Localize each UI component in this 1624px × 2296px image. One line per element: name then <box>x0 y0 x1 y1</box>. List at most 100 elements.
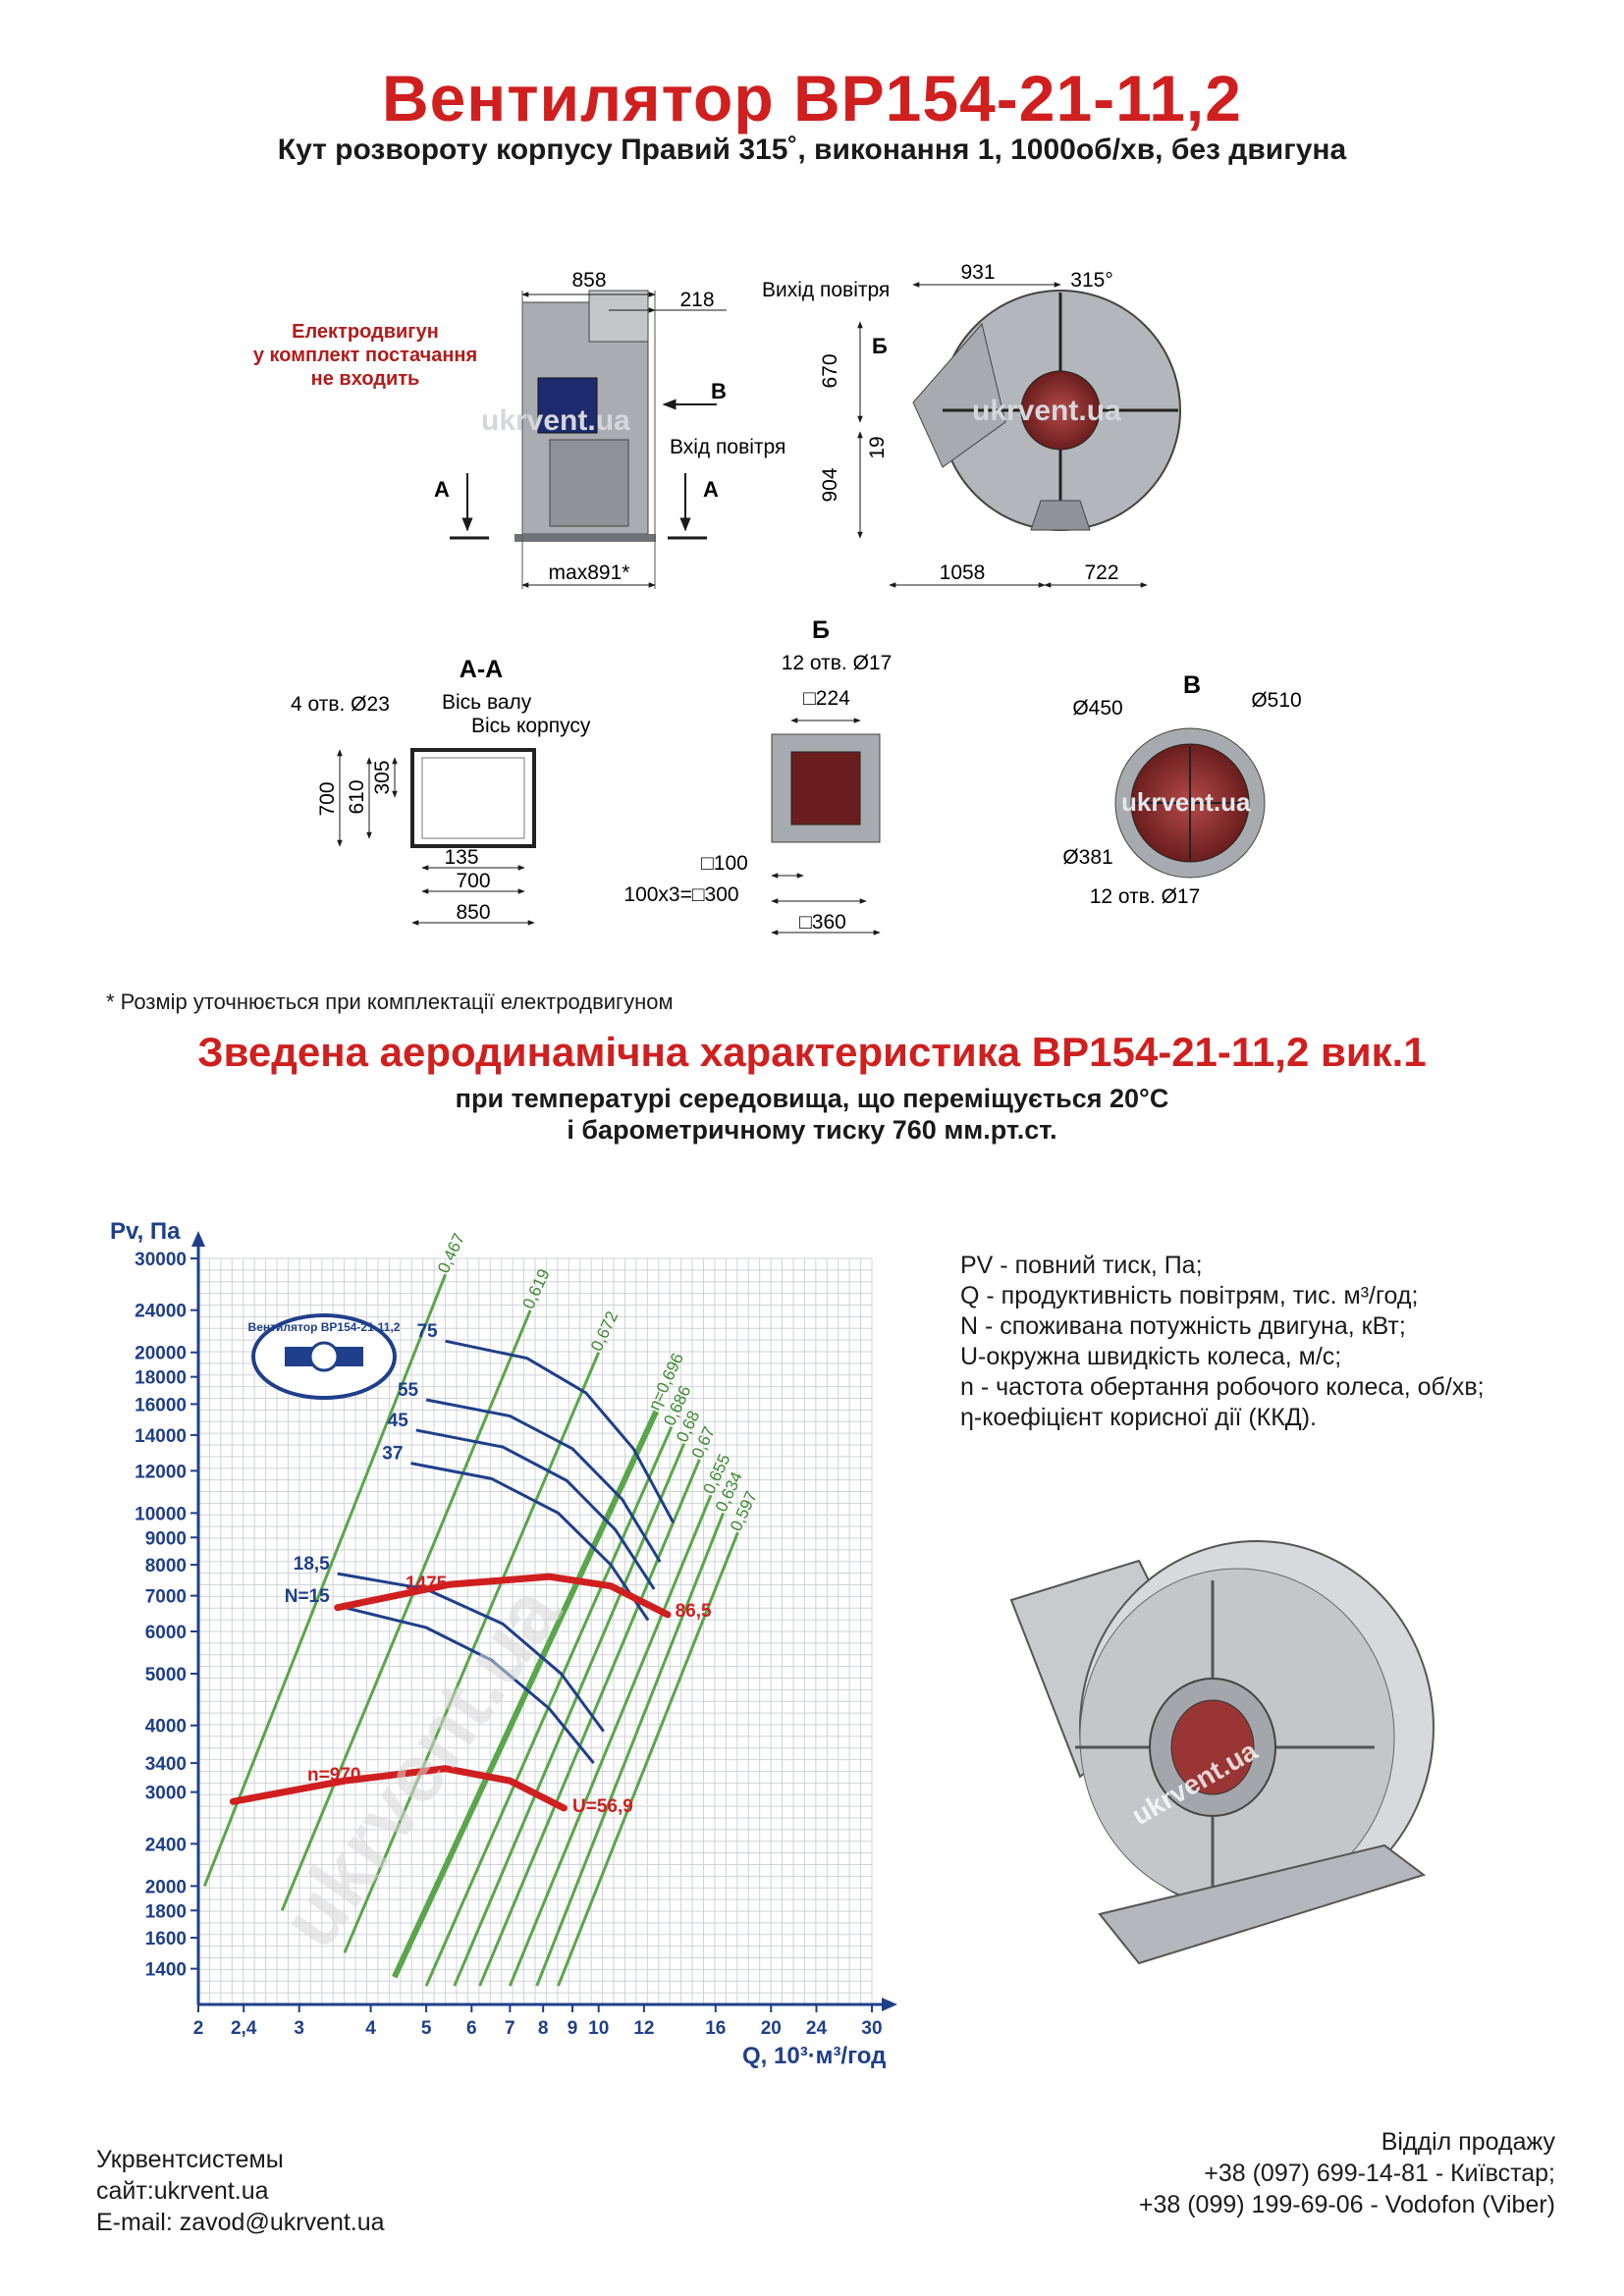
angle-315: 315° <box>1070 269 1112 292</box>
y-tick-label: 3000 <box>145 1784 187 1804</box>
website-link[interactable]: сайт:ukrvent.ua <box>96 2177 269 2205</box>
x-axis-arrow <box>882 1998 897 2011</box>
aa-d135: 135 <box>444 846 478 869</box>
x-tick-label: 7 <box>505 2018 515 2039</box>
x-tick-label: 16 <box>705 2018 726 2039</box>
efficiency-line <box>557 1531 739 1987</box>
x-tick-label: 3 <box>294 2018 304 2039</box>
footer-left: Укрвентсистемы сайт:ukrvent.ua E-mail: z… <box>96 2144 385 2238</box>
y-tick-label: 18000 <box>135 1368 187 1389</box>
legend-item: U-окружна швидкість колеса, м/с; <box>960 1343 1342 1370</box>
y-tick-label: 1800 <box>145 1901 187 1922</box>
x-axis-label: Q, 10³·м³/год <box>742 2043 886 2069</box>
sales-heading: Відділ продажу <box>1380 2128 1555 2156</box>
x-tick-label: 10 <box>588 2018 609 2039</box>
flange-v-holes: 12 отв. Ø17 <box>1090 885 1201 908</box>
power-curve <box>410 1462 650 1622</box>
efficiency-line <box>343 1352 601 1953</box>
y-tick-label: 1600 <box>145 1929 187 1949</box>
dim-19: 19 <box>866 436 889 458</box>
phone-vodafone[interactable]: +38 (099) 199-69-06 - Vodofon (Viber) <box>1138 2191 1555 2218</box>
logo-text: Вентилятор ВР154-21-11,2 <box>248 1320 401 1334</box>
y-tick-label: 12000 <box>135 1462 187 1482</box>
flange-b: Б 12 отв. Ø17 □224 □100 100х3=□300 □360 <box>623 616 893 935</box>
y-tick-label: 3400 <box>145 1754 187 1775</box>
power-curve-label: N=15 <box>285 1586 330 1607</box>
efficiency-line <box>392 1410 659 1979</box>
aa-d850: 850 <box>456 901 490 924</box>
chart-annotation: U=56,9 <box>572 1796 633 1817</box>
watermark: ukrvent.ua <box>972 395 1121 427</box>
motor-note-line2: у комплект постачання <box>253 345 477 366</box>
legend-item: N - споживана потужність двигуна, кВт; <box>960 1312 1406 1340</box>
x-tick-label: 8 <box>538 2018 549 2039</box>
page-title: Вентилятор ВР154-21-11,2 <box>382 62 1242 134</box>
aa-shaft-axis: Вісь валу <box>442 691 532 714</box>
air-outlet-label: Вихід повітря <box>762 279 890 301</box>
technical-drawings: 858 218 max891* Електродвигун у комплект… <box>253 261 1302 935</box>
flange-v: В Ø450 Ø510 Ø381 12 отв. Ø17 ukrvent.ua <box>1062 671 1301 908</box>
chart-annotation: 86,5 <box>676 1601 712 1622</box>
power-curve <box>445 1339 676 1523</box>
y-tick-label: 2000 <box>145 1877 187 1897</box>
power-curve-label: 45 <box>388 1411 409 1431</box>
y-tick-label: 14000 <box>135 1426 187 1447</box>
power-curve <box>337 1604 595 1765</box>
efficiency-line <box>280 1309 532 1911</box>
y-tick-label: 16000 <box>135 1395 187 1415</box>
y-tick-label: 2400 <box>145 1835 187 1855</box>
flange-v-d450: Ø450 <box>1072 697 1122 720</box>
y-tick-label: 7000 <box>145 1587 187 1608</box>
power-curve-label: 37 <box>382 1444 403 1465</box>
y-tick-label: 24000 <box>135 1302 187 1322</box>
flange-b-holes: 12 отв. Ø17 <box>782 652 893 674</box>
flange-b-sq224: □224 <box>803 687 850 710</box>
dim-858: 858 <box>571 269 606 292</box>
x-tick-label: 4 <box>365 2018 376 2039</box>
speed-curve <box>229 1765 568 1812</box>
aa-d305: 305 <box>371 760 394 794</box>
chart-subtitle-1: при температурі середовища, що переміщує… <box>455 1084 1169 1113</box>
flange-v-title: В <box>1183 671 1201 699</box>
front-view: 931 315° Вихід повітря Б 670 19 904 1058… <box>762 261 1181 588</box>
efficiency-line <box>535 1512 725 1987</box>
section-aa: А-А 4 отв. Ø23 Вісь валу Вісь корпусу 70… <box>291 656 591 926</box>
view-b-mark: Б <box>872 334 888 358</box>
legend: PV - повний тиск, Па; Q - продуктивність… <box>960 1251 1485 1433</box>
legend-item: Q - продуктивність повітрям, тис. м³/год… <box>960 1282 1419 1309</box>
aa-d610: 610 <box>346 779 368 814</box>
y-tick-label: 10000 <box>135 1504 187 1524</box>
x-tick-label: 20 <box>761 2018 782 2039</box>
aa-d700b: 700 <box>456 870 490 892</box>
legend-item: η-коефіцієнт корисної дії (ККД). <box>960 1404 1317 1431</box>
power-curve-label: 75 <box>416 1321 438 1342</box>
y-axis-label: Pv, Па <box>110 1218 181 1245</box>
fan-illustration: ukrvent.ua <box>1009 1540 1435 1965</box>
phone-kyivstar[interactable]: +38 (097) 699-14-81 - Київстар; <box>1204 2160 1555 2187</box>
x-tick-label: 30 <box>861 2018 882 2039</box>
section-aa-title: А-А <box>460 656 503 683</box>
x-tick-label: 9 <box>568 2018 578 2039</box>
efficiency-line <box>508 1494 713 1987</box>
chart-annotation: 1475 <box>406 1574 448 1594</box>
email-link[interactable]: E-mail: zavod@ukrvent.ua <box>96 2209 385 2236</box>
speed-curve <box>334 1573 672 1619</box>
y-tick-label: 30000 <box>135 1250 187 1270</box>
aa-d700: 700 <box>316 781 339 816</box>
y-axis-arrow <box>191 1231 205 1247</box>
legend-item: n - частота обертання робочого колеса, о… <box>960 1373 1485 1401</box>
chart-annotation: n=970 <box>307 1765 360 1786</box>
footnote: * Розмір уточнюється при комплектації ел… <box>106 989 674 1014</box>
y-tick-label: 4000 <box>145 1717 187 1737</box>
y-tick-label: 9000 <box>145 1528 187 1549</box>
legend-item: PV - повний тиск, Па; <box>960 1252 1203 1279</box>
chart-annotations: 1475 n=970 86,5U=56,9 <box>307 1574 712 1817</box>
aa-holes: 4 отв. Ø23 <box>291 693 390 716</box>
x-tick-label: 12 <box>633 2018 654 2039</box>
page-subtitle: Кут розвороту корпусу Правий 315˚, викон… <box>277 133 1347 166</box>
x-tick-label: 2,4 <box>231 2018 257 2039</box>
y-tick-label: 5000 <box>145 1665 187 1685</box>
flange-b-sq360: □360 <box>799 911 846 934</box>
dim-670: 670 <box>819 353 841 388</box>
